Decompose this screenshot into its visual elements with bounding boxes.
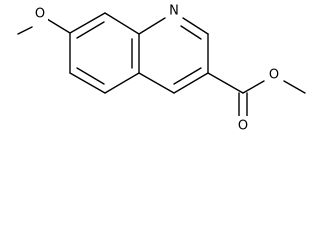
- bond-n1-c2: [182, 17, 209, 35]
- carbonyl-oxygen-label: O: [238, 119, 248, 134]
- nitrogen-label: N: [169, 4, 179, 19]
- atom-labels: O N O O: [32, 2, 282, 134]
- bond-c4-c4a: [138, 72, 175, 94]
- bond-single-oxygen-methyl: [283, 80, 306, 94]
- bond-c3-carbonyl-carbon: [207, 72, 244, 94]
- molecule-structure-diagram: O N O O: [17, 2, 306, 134]
- bond-c8-c8a: [104, 12, 140, 35]
- bond-c7-c8-inner: [76, 21, 105, 39]
- bond-c5-c6-inner: [76, 67, 105, 85]
- bond-methyl-ether-oxygen: [17, 26, 33, 35]
- carbonyl-oxygen-label-mask: [235, 116, 251, 134]
- bond-c8a-n1: [138, 17, 166, 35]
- bond-c3-c4-inner: [173, 67, 202, 85]
- bond-lines: [17, 12, 306, 117]
- bond-c4a-c5: [104, 72, 140, 94]
- nitrogen-label-mask: [166, 2, 182, 20]
- ether-oxygen-label-mask: [32, 5, 48, 23]
- structure-canvas: O N O O: [17, 2, 306, 134]
- bond-c7-c8: [69, 12, 106, 34]
- ester-single-oxygen-label-mask: [266, 66, 282, 84]
- ether-oxygen-label: O: [35, 7, 45, 22]
- bond-carbonyl-carbon-single-oxygen: [242, 80, 265, 94]
- bond-ether-oxygen-c7: [46, 18, 71, 34]
- ester-single-oxygen-label: O: [269, 68, 279, 83]
- bond-n1-c2-inner: [180, 25, 202, 40]
- bond-c3-c4: [173, 72, 209, 94]
- bond-c5-c6: [69, 72, 106, 94]
